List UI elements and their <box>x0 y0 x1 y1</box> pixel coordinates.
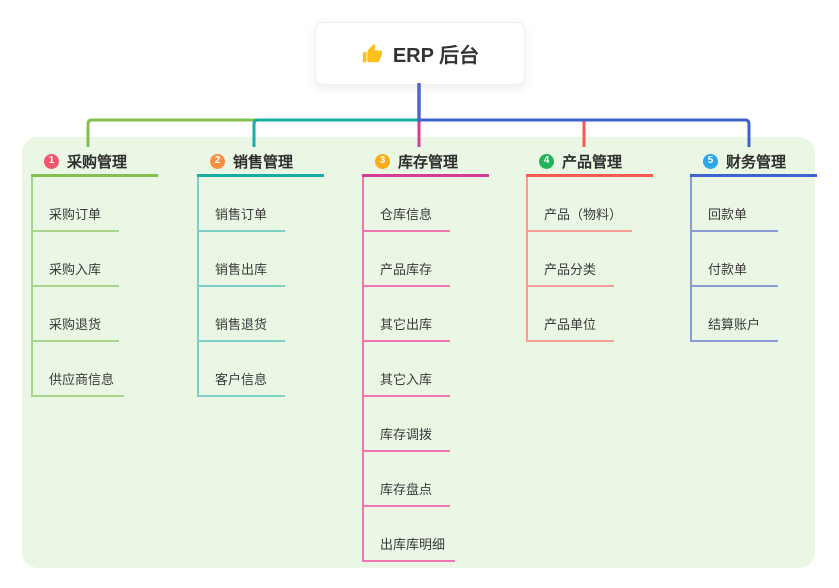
branch-node-1[interactable]: 1 采购管理 <box>31 148 158 177</box>
root-title: ERP 后台 <box>392 45 480 67</box>
child-node[interactable]: 产品分类 <box>528 232 614 287</box>
child-node[interactable]: 产品库存 <box>364 232 450 287</box>
child-node[interactable]: 结算账户 <box>692 287 778 342</box>
child-node[interactable]: 供应商信息 <box>33 342 125 397</box>
child-node[interactable]: 销售退货 <box>199 287 285 342</box>
branch-children: 销售订单销售出库销售退货客户信息 <box>197 177 285 397</box>
branch-node-3[interactable]: 3 库存管理 <box>362 148 489 177</box>
branch-node-5[interactable]: 5 财务管理 <box>690 148 817 177</box>
branch-children: 仓库信息产品库存其它出库其它入库库存调拨库存盘点出库库明细 <box>362 177 456 562</box>
child-node[interactable]: 付款单 <box>692 232 778 287</box>
child-node[interactable]: 销售出库 <box>199 232 285 287</box>
child-node[interactable]: 出库库明细 <box>364 507 456 562</box>
branch-node-2[interactable]: 2 销售管理 <box>197 148 324 177</box>
child-node[interactable]: 采购入库 <box>33 232 119 287</box>
branch-number-badge: 4 <box>539 153 554 169</box>
child-node[interactable]: 其它出库 <box>364 287 450 342</box>
child-node[interactable]: 库存调拨 <box>364 397 450 452</box>
thumbs-up-icon <box>361 43 383 65</box>
branch-node-4[interactable]: 4 产品管理 <box>526 148 653 177</box>
child-node[interactable]: 库存盘点 <box>364 452 450 507</box>
root-node-erp[interactable]: ERP 后台 <box>315 22 525 85</box>
child-node[interactable]: 采购退货 <box>33 287 119 342</box>
branch-children: 产品（物料）产品分类产品单位 <box>526 177 633 342</box>
child-node[interactable]: 采购订单 <box>33 177 119 232</box>
branch-label: 库存管理 <box>398 153 459 171</box>
branch-children: 回款单付款单结算账户 <box>690 177 778 342</box>
branch-number-badge: 3 <box>375 153 390 169</box>
branch-label: 产品管理 <box>562 153 623 171</box>
branch-label: 销售管理 <box>233 153 294 171</box>
child-node[interactable]: 回款单 <box>692 177 778 232</box>
branch-number-badge: 1 <box>44 153 59 169</box>
branch-children: 采购订单采购入库采购退货供应商信息 <box>31 177 125 397</box>
child-node[interactable]: 仓库信息 <box>364 177 450 232</box>
branch-label: 采购管理 <box>67 153 128 171</box>
mindmap-panel <box>22 137 815 568</box>
child-node[interactable]: 其它入库 <box>364 342 450 397</box>
branch-number-badge: 5 <box>703 153 718 169</box>
child-node[interactable]: 产品（物料） <box>528 177 633 232</box>
child-node[interactable]: 客户信息 <box>199 342 285 397</box>
branch-number-badge: 2 <box>210 153 225 169</box>
child-node[interactable]: 销售订单 <box>199 177 285 232</box>
child-node[interactable]: 产品单位 <box>528 287 614 342</box>
branch-label: 财务管理 <box>726 153 787 171</box>
